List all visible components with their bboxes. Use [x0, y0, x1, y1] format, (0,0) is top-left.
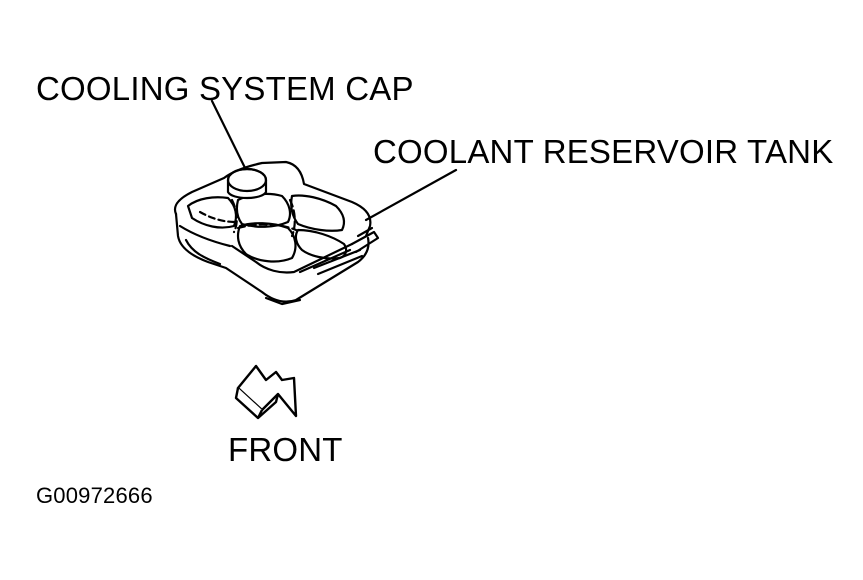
figure-code: G00972666: [36, 483, 153, 508]
cooling-system-cap-label: COOLING SYSTEM CAP: [36, 70, 414, 107]
cooling-system-cap: [226, 167, 268, 200]
coolant-reservoir-tank-label: COOLANT RESERVOIR TANK: [373, 133, 834, 170]
front-direction-arrow-icon: [234, 364, 298, 420]
cap-leader-line: [210, 99, 252, 180]
front-direction-label: FRONT: [228, 431, 343, 468]
tank-leader-line: [364, 168, 458, 222]
coolant-reservoir-tank: [173, 160, 380, 306]
